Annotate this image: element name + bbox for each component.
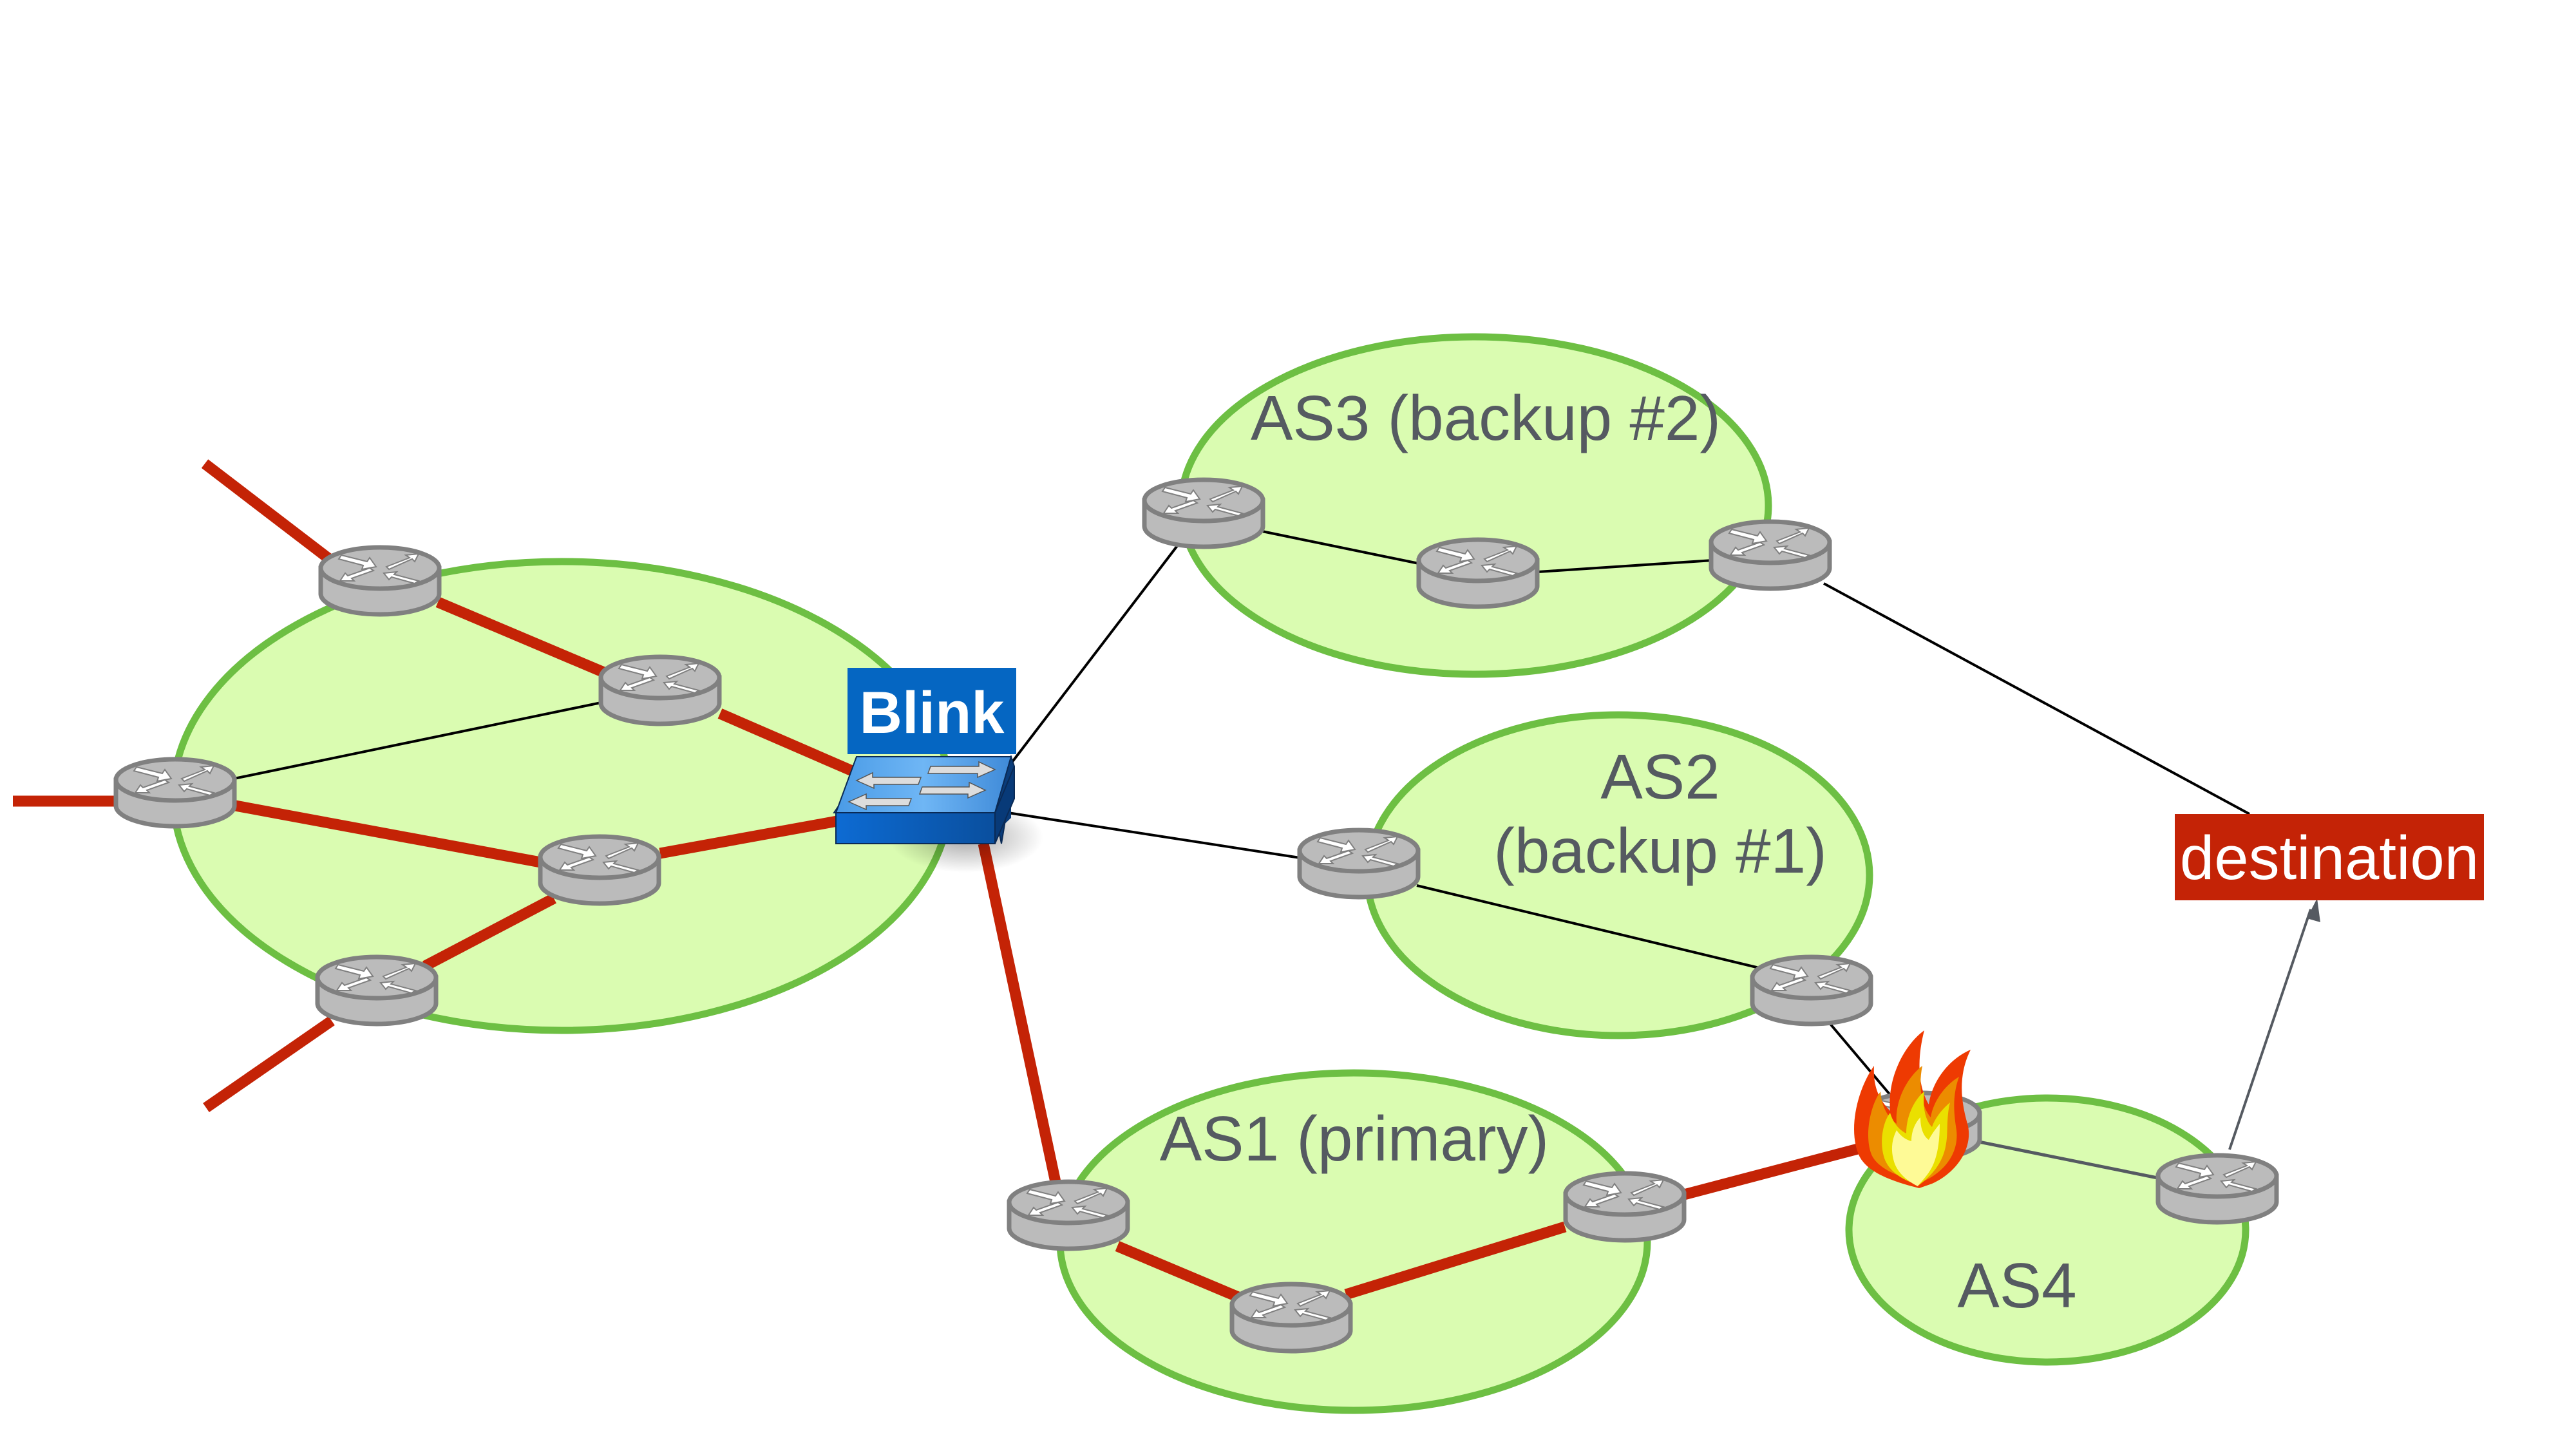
router-icon[interactable] <box>321 547 439 614</box>
router-icon[interactable] <box>601 657 719 724</box>
link-as3-internal-1 <box>1262 530 1419 565</box>
link-as2-as4 <box>1829 1023 1891 1096</box>
destination-box <box>2175 814 2484 900</box>
router-icon[interactable] <box>1419 540 1537 607</box>
router-icon[interactable] <box>317 957 436 1024</box>
primary-ext-link-top <box>201 459 332 563</box>
source-network-cloud <box>169 558 954 1034</box>
primary-ext-link-bottom <box>203 1016 335 1112</box>
router-icon[interactable] <box>116 759 234 826</box>
router-icon[interactable] <box>1144 480 1263 547</box>
link-as2-internal <box>1416 884 1765 971</box>
link-as3-destination <box>1823 582 2250 815</box>
primary-link-blink-as1 <box>978 842 1062 1186</box>
primary-link-as1-1-2 <box>1115 1241 1242 1303</box>
arrowhead-icon <box>2307 898 2320 922</box>
destination-label: destination <box>2180 824 2479 893</box>
as2-label-line1: AS2 <box>1600 741 1719 812</box>
as3-label: AS3 (backup #2) <box>1251 383 1721 453</box>
router-icon[interactable] <box>1300 830 1418 897</box>
router-icon[interactable] <box>1232 1284 1350 1351</box>
link-as4-internal <box>1969 1138 2168 1182</box>
primary-link-as1-as4 <box>1682 1141 1870 1200</box>
as1-label: AS1 (primary) <box>1160 1103 1549 1174</box>
primary-link-l3-l4 <box>231 799 545 869</box>
primary-link-l1-l2 <box>435 597 608 678</box>
blink-label: Blink <box>860 680 1005 746</box>
primary-link-l2-blink <box>717 708 859 778</box>
primary-link-l4-blink <box>659 815 838 859</box>
router-icon[interactable] <box>1009 1182 1128 1249</box>
blink-label-box <box>848 668 1016 754</box>
link-as4-destination <box>2228 909 2312 1150</box>
fire-icon <box>1854 1030 1971 1188</box>
blink-switch[interactable]: Blink <box>833 668 1043 873</box>
router-icon[interactable] <box>1752 957 1871 1024</box>
router-icon[interactable] <box>2158 1155 2277 1222</box>
link-blink-as3 <box>1007 543 1180 769</box>
link-src-internal <box>175 689 661 792</box>
router-icon[interactable] <box>1711 522 1830 589</box>
destination-node[interactable]: destination <box>2175 814 2484 900</box>
primary-link-as1-2-3 <box>1344 1221 1567 1300</box>
link-as3-internal-2 <box>1537 559 1714 573</box>
router-icon[interactable] <box>1566 1173 1684 1240</box>
link-blink-as2 <box>1007 811 1305 860</box>
as4-label: AS4 <box>1957 1250 2076 1321</box>
primary-link-l5-l4 <box>422 893 556 971</box>
router-icon[interactable] <box>540 837 659 904</box>
as2-label-line2: (backup #1) <box>1493 815 1827 886</box>
